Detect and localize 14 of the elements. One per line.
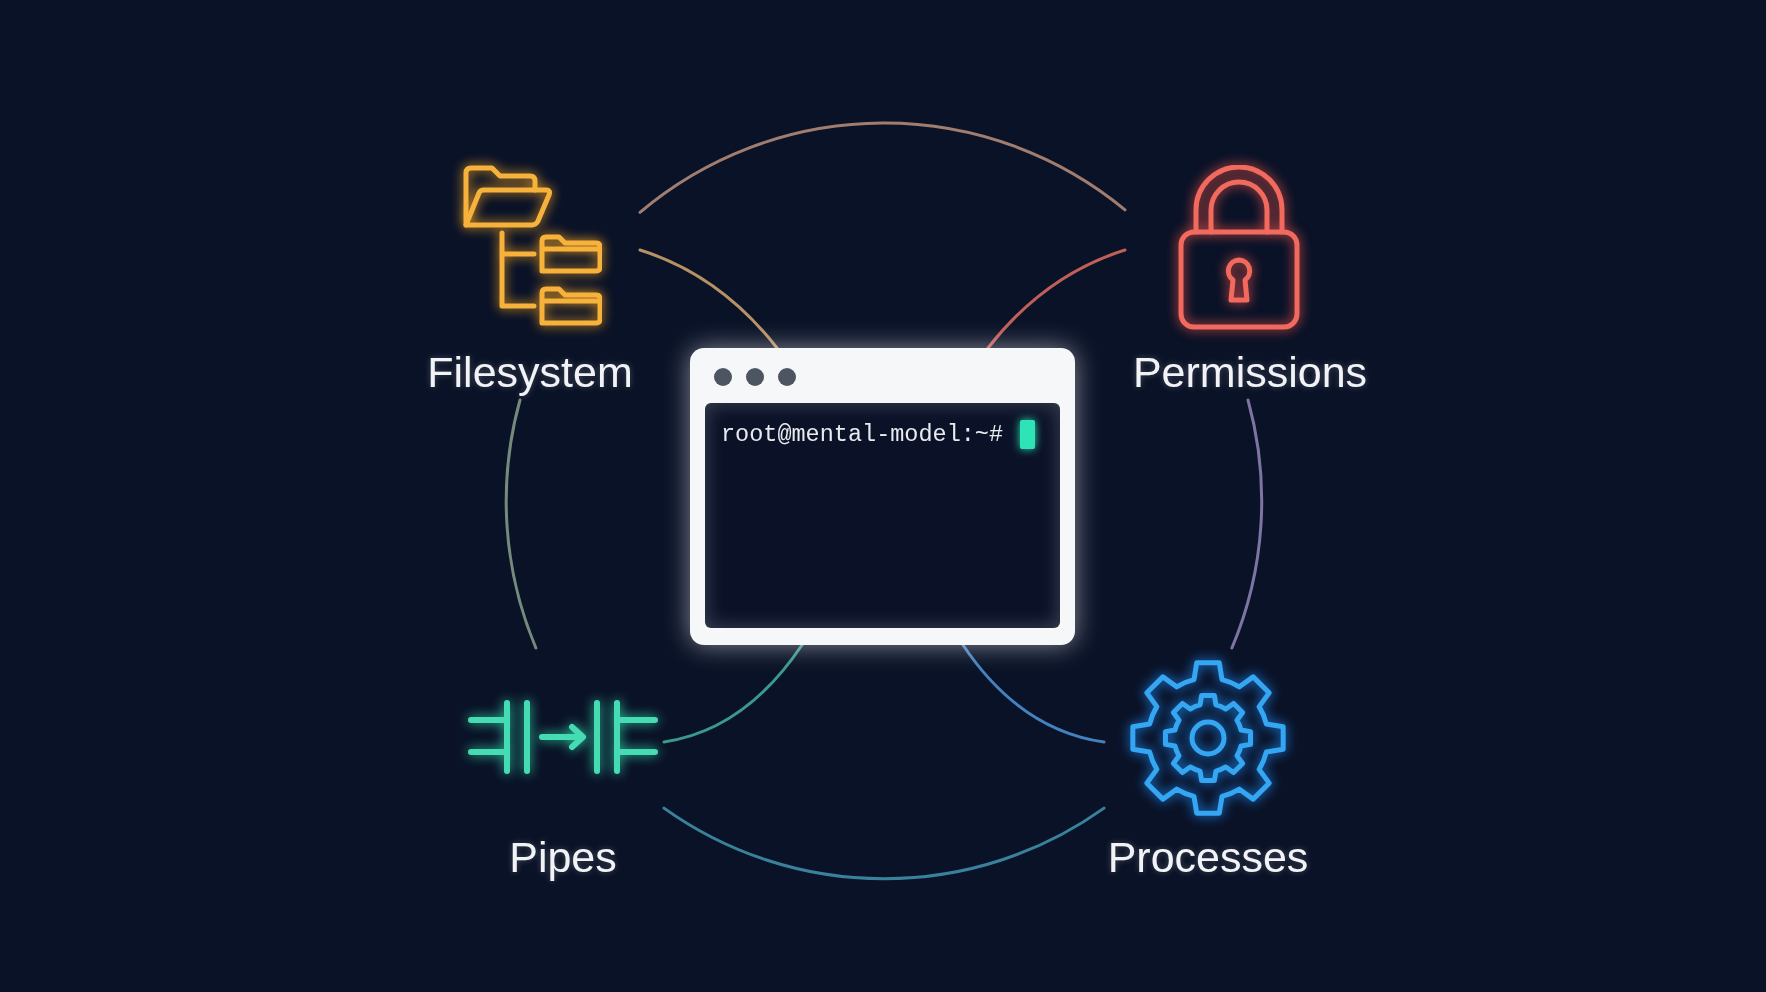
node-label: Processes (1107, 836, 1309, 879)
node-label: Filesystem (427, 351, 633, 394)
curved-connector (638, 248, 779, 350)
node-label: Permissions (1132, 351, 1368, 394)
curved-connector (986, 248, 1127, 350)
curved-connector (638, 122, 1127, 214)
curved-connector (961, 643, 1106, 744)
terminal-prompt: root@mental-model:~# (721, 422, 1004, 447)
curved-connector (505, 398, 538, 650)
node-label: Pipes (509, 836, 617, 879)
curved-connector (662, 643, 804, 744)
curved-connector (662, 806, 1106, 881)
terminal-window (690, 348, 1075, 645)
curved-connector (1230, 398, 1263, 650)
